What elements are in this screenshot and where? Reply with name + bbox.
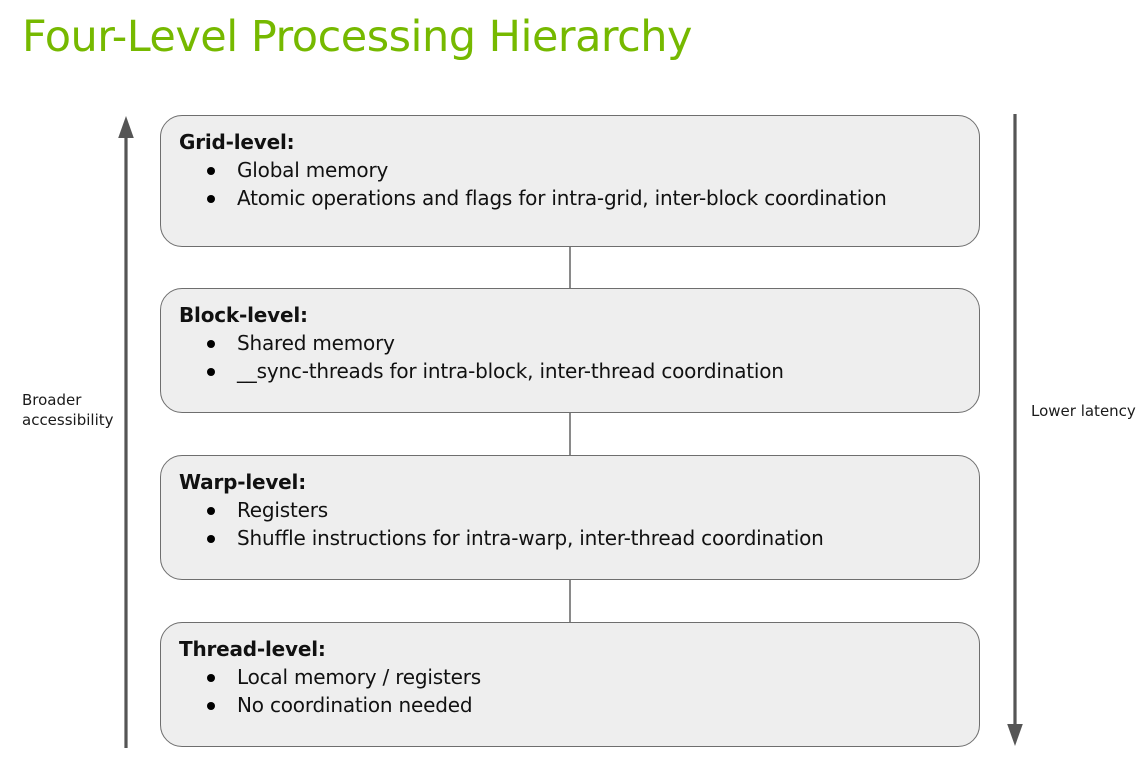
- list-item: Registers: [179, 496, 961, 524]
- level-box-thread: Thread-level: Local memory / registers N…: [160, 622, 980, 747]
- list-item-text: Local memory / registers: [237, 665, 481, 689]
- list-item: Local memory / registers: [179, 663, 961, 691]
- left-axis-label-line1: Broader: [22, 391, 82, 409]
- right-axis-label: Lower latency: [1031, 402, 1136, 420]
- list-item-text: Shared memory: [237, 331, 395, 355]
- list-item-text: No coordination needed: [237, 693, 473, 718]
- level-heading-grid: Grid-level:: [179, 130, 295, 154]
- level-box-block: Block-level: Shared memory __sync-thread…: [160, 288, 980, 413]
- connector-grid-to-block: [569, 247, 571, 288]
- bullet-icon: [207, 167, 215, 175]
- list-item-text: Shuffle instructions for intra-warp, int…: [237, 526, 824, 551]
- level-heading-warp: Warp-level:: [179, 470, 306, 494]
- level-heading-thread: Thread-level:: [179, 637, 326, 661]
- level-items-grid: Global memory Atomic operations and flag…: [179, 156, 961, 213]
- connector-warp-to-thread: [569, 580, 571, 622]
- left-axis-label: Broader accessibility: [22, 390, 114, 431]
- broader-accessibility-arrow-icon: [118, 116, 134, 748]
- list-item: Shuffle instructions for intra-warp, int…: [179, 524, 961, 552]
- list-item: Shared memory: [179, 329, 961, 357]
- level-items-warp: Registers Shuffle instructions for intra…: [179, 496, 961, 553]
- list-item: No coordination needed: [179, 691, 961, 719]
- bullet-icon: [207, 674, 215, 682]
- level-items-thread: Local memory / registers No coordination…: [179, 663, 961, 720]
- list-item-text: Registers: [237, 498, 328, 522]
- left-axis-label-line2: accessibility: [22, 411, 114, 430]
- list-item-text: __sync-threads for intra-block, inter-th…: [237, 359, 784, 384]
- bullet-icon: [207, 507, 215, 515]
- level-box-grid: Grid-level: Global memory Atomic operati…: [160, 115, 980, 247]
- bullet-icon: [207, 340, 215, 348]
- list-item-text: Atomic operations and flags for intra-gr…: [237, 186, 887, 211]
- list-item: Atomic operations and flags for intra-gr…: [179, 184, 961, 212]
- list-item: __sync-threads for intra-block, inter-th…: [179, 357, 961, 385]
- lower-latency-arrow-icon: [1007, 114, 1023, 746]
- bullet-icon: [207, 368, 215, 377]
- level-items-block: Shared memory __sync-threads for intra-b…: [179, 329, 961, 386]
- bullet-icon: [207, 195, 215, 204]
- list-item-text: Global memory: [237, 158, 389, 182]
- list-item: Global memory: [179, 156, 961, 184]
- bullet-icon: [207, 535, 215, 544]
- level-heading-block: Block-level:: [179, 303, 308, 327]
- page-title: Four-Level Processing Hierarchy: [22, 12, 693, 62]
- level-box-warp: Warp-level: Registers Shuffle instructio…: [160, 455, 980, 580]
- bullet-icon: [207, 702, 215, 711]
- connector-block-to-warp: [569, 413, 571, 455]
